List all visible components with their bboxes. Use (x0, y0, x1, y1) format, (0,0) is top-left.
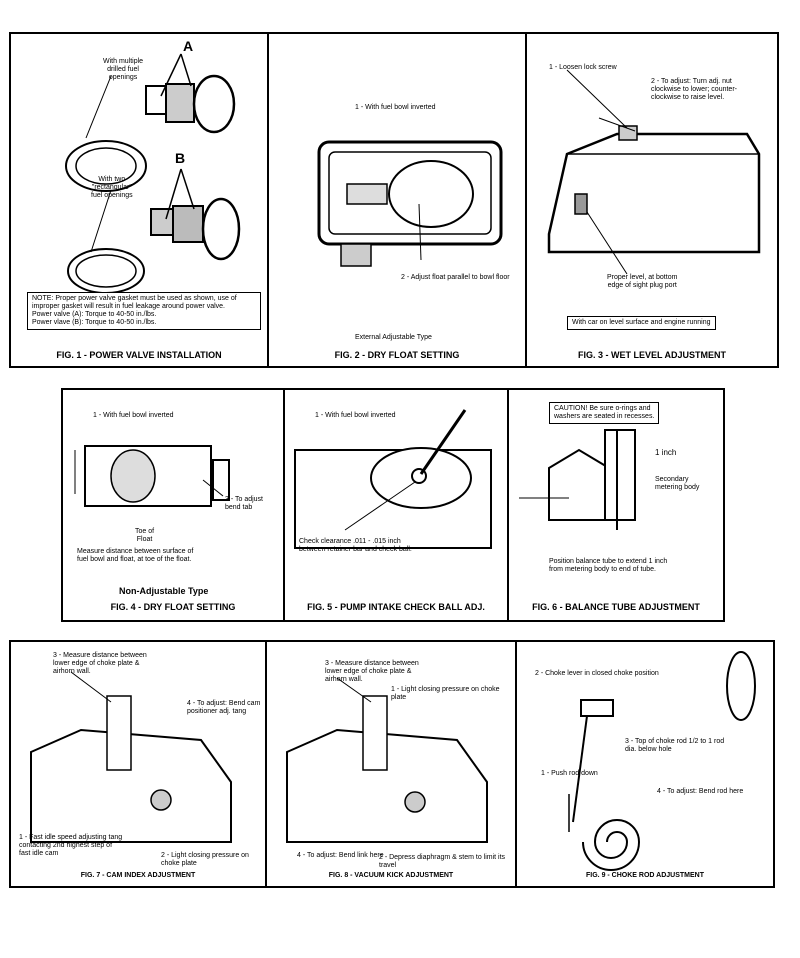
fig8-caption: FIG. 8 - VACUUM KICK ADJUSTMENT (328, 872, 454, 879)
label-b: B (175, 150, 186, 166)
note-b: With two "rectangular" fuel openings (91, 176, 133, 200)
fig1-caption: FIG. 1 - POWER VALVE INSTALLATION (56, 350, 222, 360)
fig2-panel: 1 - With fuel bowl inverted 2 - Adjust f… (267, 32, 527, 368)
fig9-panel: 2 - Choke lever in closed choke position… (515, 640, 775, 888)
fig2-type: External Adjustable Type (355, 334, 432, 341)
fig2-step1: 1 - With fuel bowl inverted (355, 104, 436, 111)
note-box: NOTE: Proper power valve gasket must be … (27, 292, 261, 331)
fig4-step1: 1 - With fuel bowl inverted (93, 412, 174, 419)
fig5-check: Check clearance .011 - .015 inch between… (299, 538, 412, 554)
fig9-step2: 2 - Choke lever in closed choke position (535, 670, 659, 677)
fig8-step4: 4 - To adjust: Bend link here (297, 852, 384, 859)
fig6-secondary: Secondary metering body (655, 476, 700, 492)
fig8-step1: 1 - Light closing pressure on choke plat… (391, 686, 500, 702)
vacuum-kick-illustration (286, 677, 488, 843)
fig5-step1: 1 - With fuel bowl inverted (315, 412, 396, 419)
pump-check-ball-illustration (294, 409, 492, 549)
fig9-step4: 4 - To adjust: Bend rod here (657, 788, 744, 795)
fig6-caption: FIG. 6 - BALANCE TUBE ADJUSTMENT (532, 602, 700, 612)
fig6-position: Position balance tube to extend 1 inch f… (549, 558, 668, 574)
fig2-caption: FIG. 2 - DRY FLOAT SETTING (334, 350, 460, 360)
fig9-step3: 3 - Top of choke rod 1/2 to 1 rod dia. b… (625, 738, 725, 754)
fig4-toe: Toe of Float (135, 528, 155, 544)
fig8-panel: 3 - Measure distance between lower edge … (265, 640, 517, 888)
fig5-caption: FIG. 5 - PUMP INTAKE CHECK BALL ADJ. (307, 602, 485, 612)
fig3-panel: 1 - Loosen lock screw 2 - To adjust: Tur… (525, 32, 779, 368)
fig7-step4: 4 - To adjust: Bend cam positioner adj. … (187, 700, 261, 716)
fig1-panel: A B With multiple drilled fuel openings … (9, 32, 269, 368)
fuel-bowl-float-illustration (74, 445, 230, 507)
fig7-panel: 3 - Measure distance between lower edge … (9, 640, 267, 888)
fig3-step1: 1 - Loosen lock screw (549, 64, 617, 71)
label-a: A (183, 38, 194, 54)
fig3-step2: 2 - To adjust: Turn adj. nut clockwise t… (651, 78, 737, 102)
fig6-panel: CAUTION! Be sure o-rings and washers are… (507, 388, 725, 622)
fig8-step2: 2 - Depress diaphragm & stem to limit it… (379, 854, 506, 870)
fig2-step2: 2 - Adjust float parallel to bowl floor (401, 274, 510, 281)
wet-level-illustration (547, 69, 761, 275)
fig9-step1: 1 - Push rod down (541, 770, 598, 777)
fig5-panel: 1 - With fuel bowl inverted Check cleara… (283, 388, 509, 622)
fig4-type: Non-Adjustable Type (119, 586, 209, 596)
cam-index-illustration (30, 671, 232, 843)
fig3-level: Proper level, at bottom edge of sight pl… (607, 274, 678, 290)
note-a: With multiple drilled fuel openings (103, 58, 144, 82)
fig4-measure: Measure distance between surface of fuel… (77, 548, 194, 564)
power-valve-illustration (65, 53, 241, 294)
fig3-caption: FIG. 3 - WET LEVEL ADJUSTMENT (577, 350, 726, 360)
fig4-caption: FIG. 4 - DRY FLOAT SETTING (110, 602, 236, 612)
fig7-step2: 2 - Light closing pressure on choke plat… (161, 852, 249, 868)
fig4-panel: 1 - With fuel bowl inverted 3 - To adjus… (61, 388, 285, 622)
fig8-step3: 3 - Measure distance between lower edge … (325, 660, 419, 684)
fuel-bowl-illustration (317, 140, 503, 267)
balance-tube-illustration (519, 429, 636, 530)
fig3-note-box: With car on level surface and engine run… (567, 316, 716, 331)
fig7-caption: FIG. 7 - CAM INDEX ADJUSTMENT (80, 872, 196, 879)
fig9-caption: FIG. 9 - CHOKE ROD ADJUSTMENT (586, 872, 704, 879)
fig7-step3: 3 - Measure distance between lower edge … (53, 652, 147, 676)
fig4-step3: 3 - To adjust bend tab (225, 496, 264, 512)
fig6-inch: 1 inch (655, 448, 677, 457)
choke-rod-illustration (568, 651, 756, 871)
fig7-step1: 1 - Fast idle speed adjusting tang conta… (19, 834, 123, 858)
fig6-caution: CAUTION! Be sure o-rings and washers are… (549, 402, 660, 425)
